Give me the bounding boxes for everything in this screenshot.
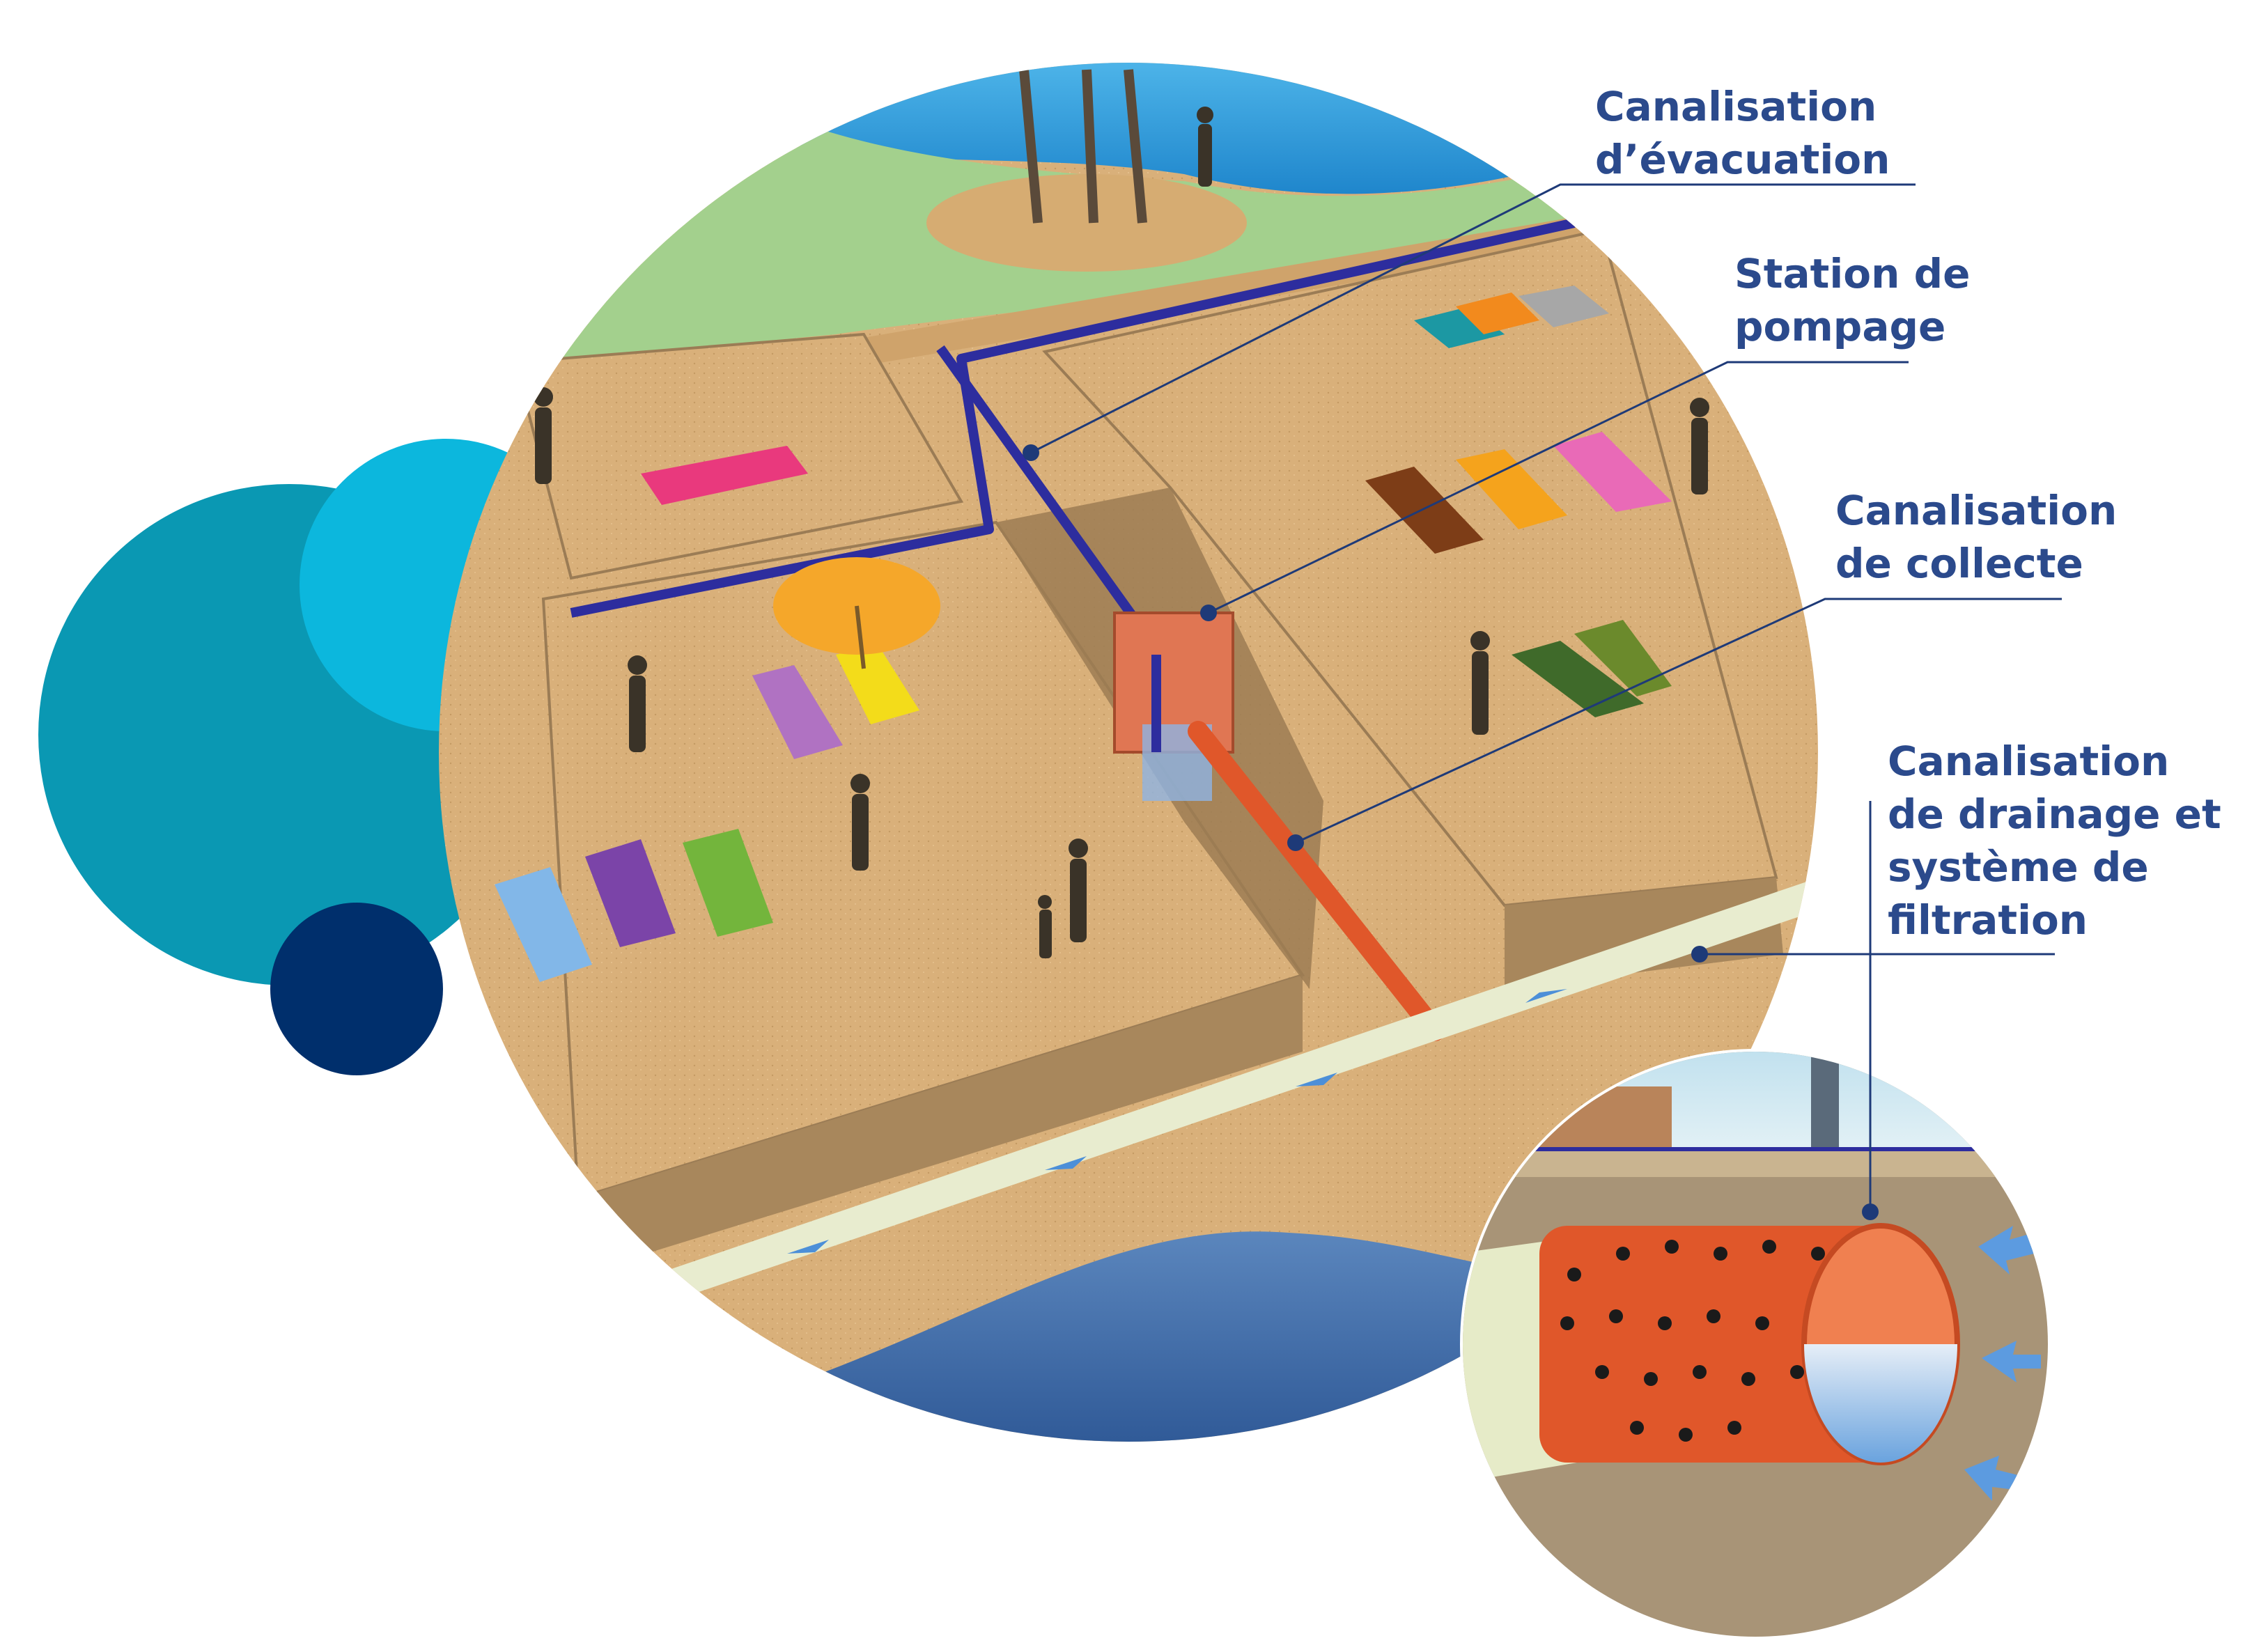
label-drainage: Canalisation de drainage et système de f… [1888, 735, 2221, 946]
palm-trees [1019, 69, 1147, 224]
label-pompage-line1: Station de [1734, 250, 1971, 297]
beach-umbrella [773, 557, 940, 669]
label-collecte-line1: Canalisation [1835, 487, 2118, 534]
drain-pipe [646, 869, 1818, 1304]
pipe-perforations [1560, 1240, 1825, 1442]
label-collecte-line2: de collecte [1835, 540, 2083, 587]
label-pompage-line2: pompage [1734, 303, 1946, 350]
label-drainage-line1: Canalisation [1888, 738, 2170, 785]
collection-pipe [1188, 721, 1445, 1041]
label-collecte: Canalisation de collecte [1835, 484, 2117, 590]
label-evacuation-line2: d’évacuation [1595, 136, 1890, 183]
label-pompage: Station de pompage [1734, 247, 1970, 353]
beachgoers [534, 107, 1709, 958]
leader-dots [1023, 444, 1879, 1220]
label-drainage-line3: système de [1888, 843, 2149, 891]
flow-arrows [787, 989, 1567, 1254]
beach-scene [439, 63, 1818, 1442]
label-evacuation-line1: Canalisation [1595, 83, 1877, 130]
label-evacuation: Canalisation d’évacuation [1595, 80, 1890, 186]
pumping-station [1113, 611, 1234, 801]
leader-lines [1030, 183, 2062, 1212]
label-drainage-line2: de drainage et [1888, 790, 2221, 838]
label-drainage-line4: filtration [1888, 896, 2088, 944]
infiltration-arrows [1964, 1226, 2041, 1501]
beach-towels [495, 286, 1672, 982]
